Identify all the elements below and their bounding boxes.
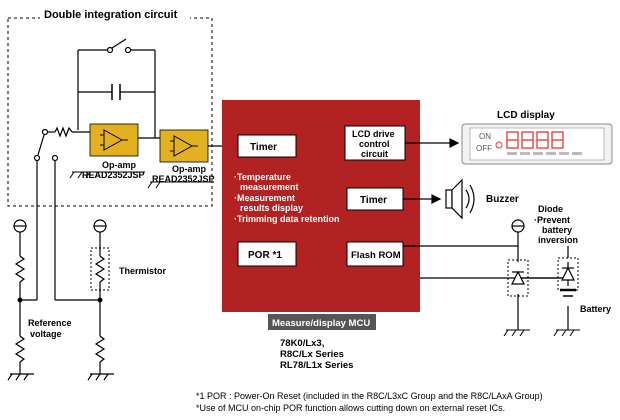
opamp1-label-1: Op-amp xyxy=(102,160,137,170)
diode-title: Diode xyxy=(538,204,563,214)
buzzer-label: Buzzer xyxy=(486,194,519,205)
input-resistor-icon xyxy=(48,126,90,138)
diode-note-3: inversion xyxy=(538,235,578,245)
diode-left-icon xyxy=(511,270,525,285)
reference-node-icon xyxy=(17,297,23,303)
diode-left-box xyxy=(507,259,529,297)
thermistor-branch xyxy=(54,172,114,381)
series-line-2: R8C/Lx Series xyxy=(280,349,344,360)
mcu-feature-list: ·Temperature measurement ·Measurement re… xyxy=(234,172,340,224)
opamp1-block xyxy=(89,123,139,157)
opamp1-icon xyxy=(100,129,128,151)
buzzer-arrow xyxy=(403,194,442,204)
lcd-display-label: LCD display xyxy=(497,110,555,121)
footnote-2: *Use of MCU on-chip POR function allows … xyxy=(196,403,505,413)
feature-line-2: measurement xyxy=(240,182,299,192)
feature-line-5: ·Trimming data retention xyxy=(234,214,340,224)
mcu-timer2-label: Timer xyxy=(360,195,387,206)
opamp-ground-icon xyxy=(69,171,214,189)
feedback-network xyxy=(77,49,156,138)
opamp2-icon xyxy=(170,135,198,157)
battery-label: Battery xyxy=(580,304,611,314)
lcd-drive-label-1: LCD drive xyxy=(352,129,395,139)
diode-note-2: battery xyxy=(542,225,572,235)
feature-line-1: ·Temperature xyxy=(234,172,291,182)
por-label: POR *1 xyxy=(248,250,282,261)
opamp1-label-2: READ2352JSP xyxy=(82,170,145,180)
flash-rom-label: Flash ROM xyxy=(351,250,401,261)
feature-line-4: results display xyxy=(240,203,303,213)
lcd-digits-icon xyxy=(506,131,564,149)
diode-note-1: ·Prevent xyxy=(534,215,570,225)
right-ground-icon xyxy=(503,329,580,337)
lcd-on-label: ON xyxy=(479,132,491,141)
footnote-1: *1 POR : Power-On Reset (included in the… xyxy=(196,391,543,401)
supply-node-icon xyxy=(511,219,525,233)
buzzer-icon xyxy=(445,178,475,220)
opamp2-block xyxy=(159,129,209,163)
lcd-drive-box xyxy=(344,125,406,161)
reference-branch xyxy=(7,172,38,381)
reset-switch-icon xyxy=(106,38,132,54)
power-rail xyxy=(403,232,569,330)
mcu-timer1-box xyxy=(237,134,297,158)
input-selector-switch-icon xyxy=(33,128,59,162)
flash-rom-box xyxy=(346,241,404,267)
series-line-3: RL78/L1x Series xyxy=(280,360,353,371)
thermistor-node-icon xyxy=(97,297,103,303)
capacitor-icon xyxy=(111,84,121,100)
feature-line-3: ·Measurement xyxy=(234,193,295,203)
lcd-off-label: OFF xyxy=(476,144,492,153)
thermistor-label: Thermistor xyxy=(119,266,167,276)
reference-voltage-label-2: voltage xyxy=(30,329,62,339)
lcd-arrow xyxy=(405,138,460,148)
mcu-caption-bar xyxy=(268,314,376,330)
opamp2-label-2: READ2352JSP xyxy=(152,174,215,184)
mcu-caption: Measure/display MCU xyxy=(272,318,370,329)
lcd-on-indicator-icon xyxy=(495,141,503,149)
lcd-drive-label-2: control xyxy=(359,139,390,149)
battery-icon xyxy=(560,288,576,297)
lcd-drive-label-3: circuit xyxy=(361,149,388,159)
series-line-1: 78K0/Lx3, xyxy=(280,338,324,349)
reference-voltage-label-1: Reference xyxy=(28,318,72,328)
lcd-segment-bar-icon xyxy=(507,152,582,155)
opamp2-label-1: Op-amp xyxy=(172,164,207,174)
mcu-timer1-label: Timer xyxy=(250,142,277,153)
por-box xyxy=(237,241,297,267)
double-integration-label: Double integration circuit xyxy=(44,9,178,21)
diode-right-icon xyxy=(561,266,575,281)
thermistor-box xyxy=(90,247,110,291)
